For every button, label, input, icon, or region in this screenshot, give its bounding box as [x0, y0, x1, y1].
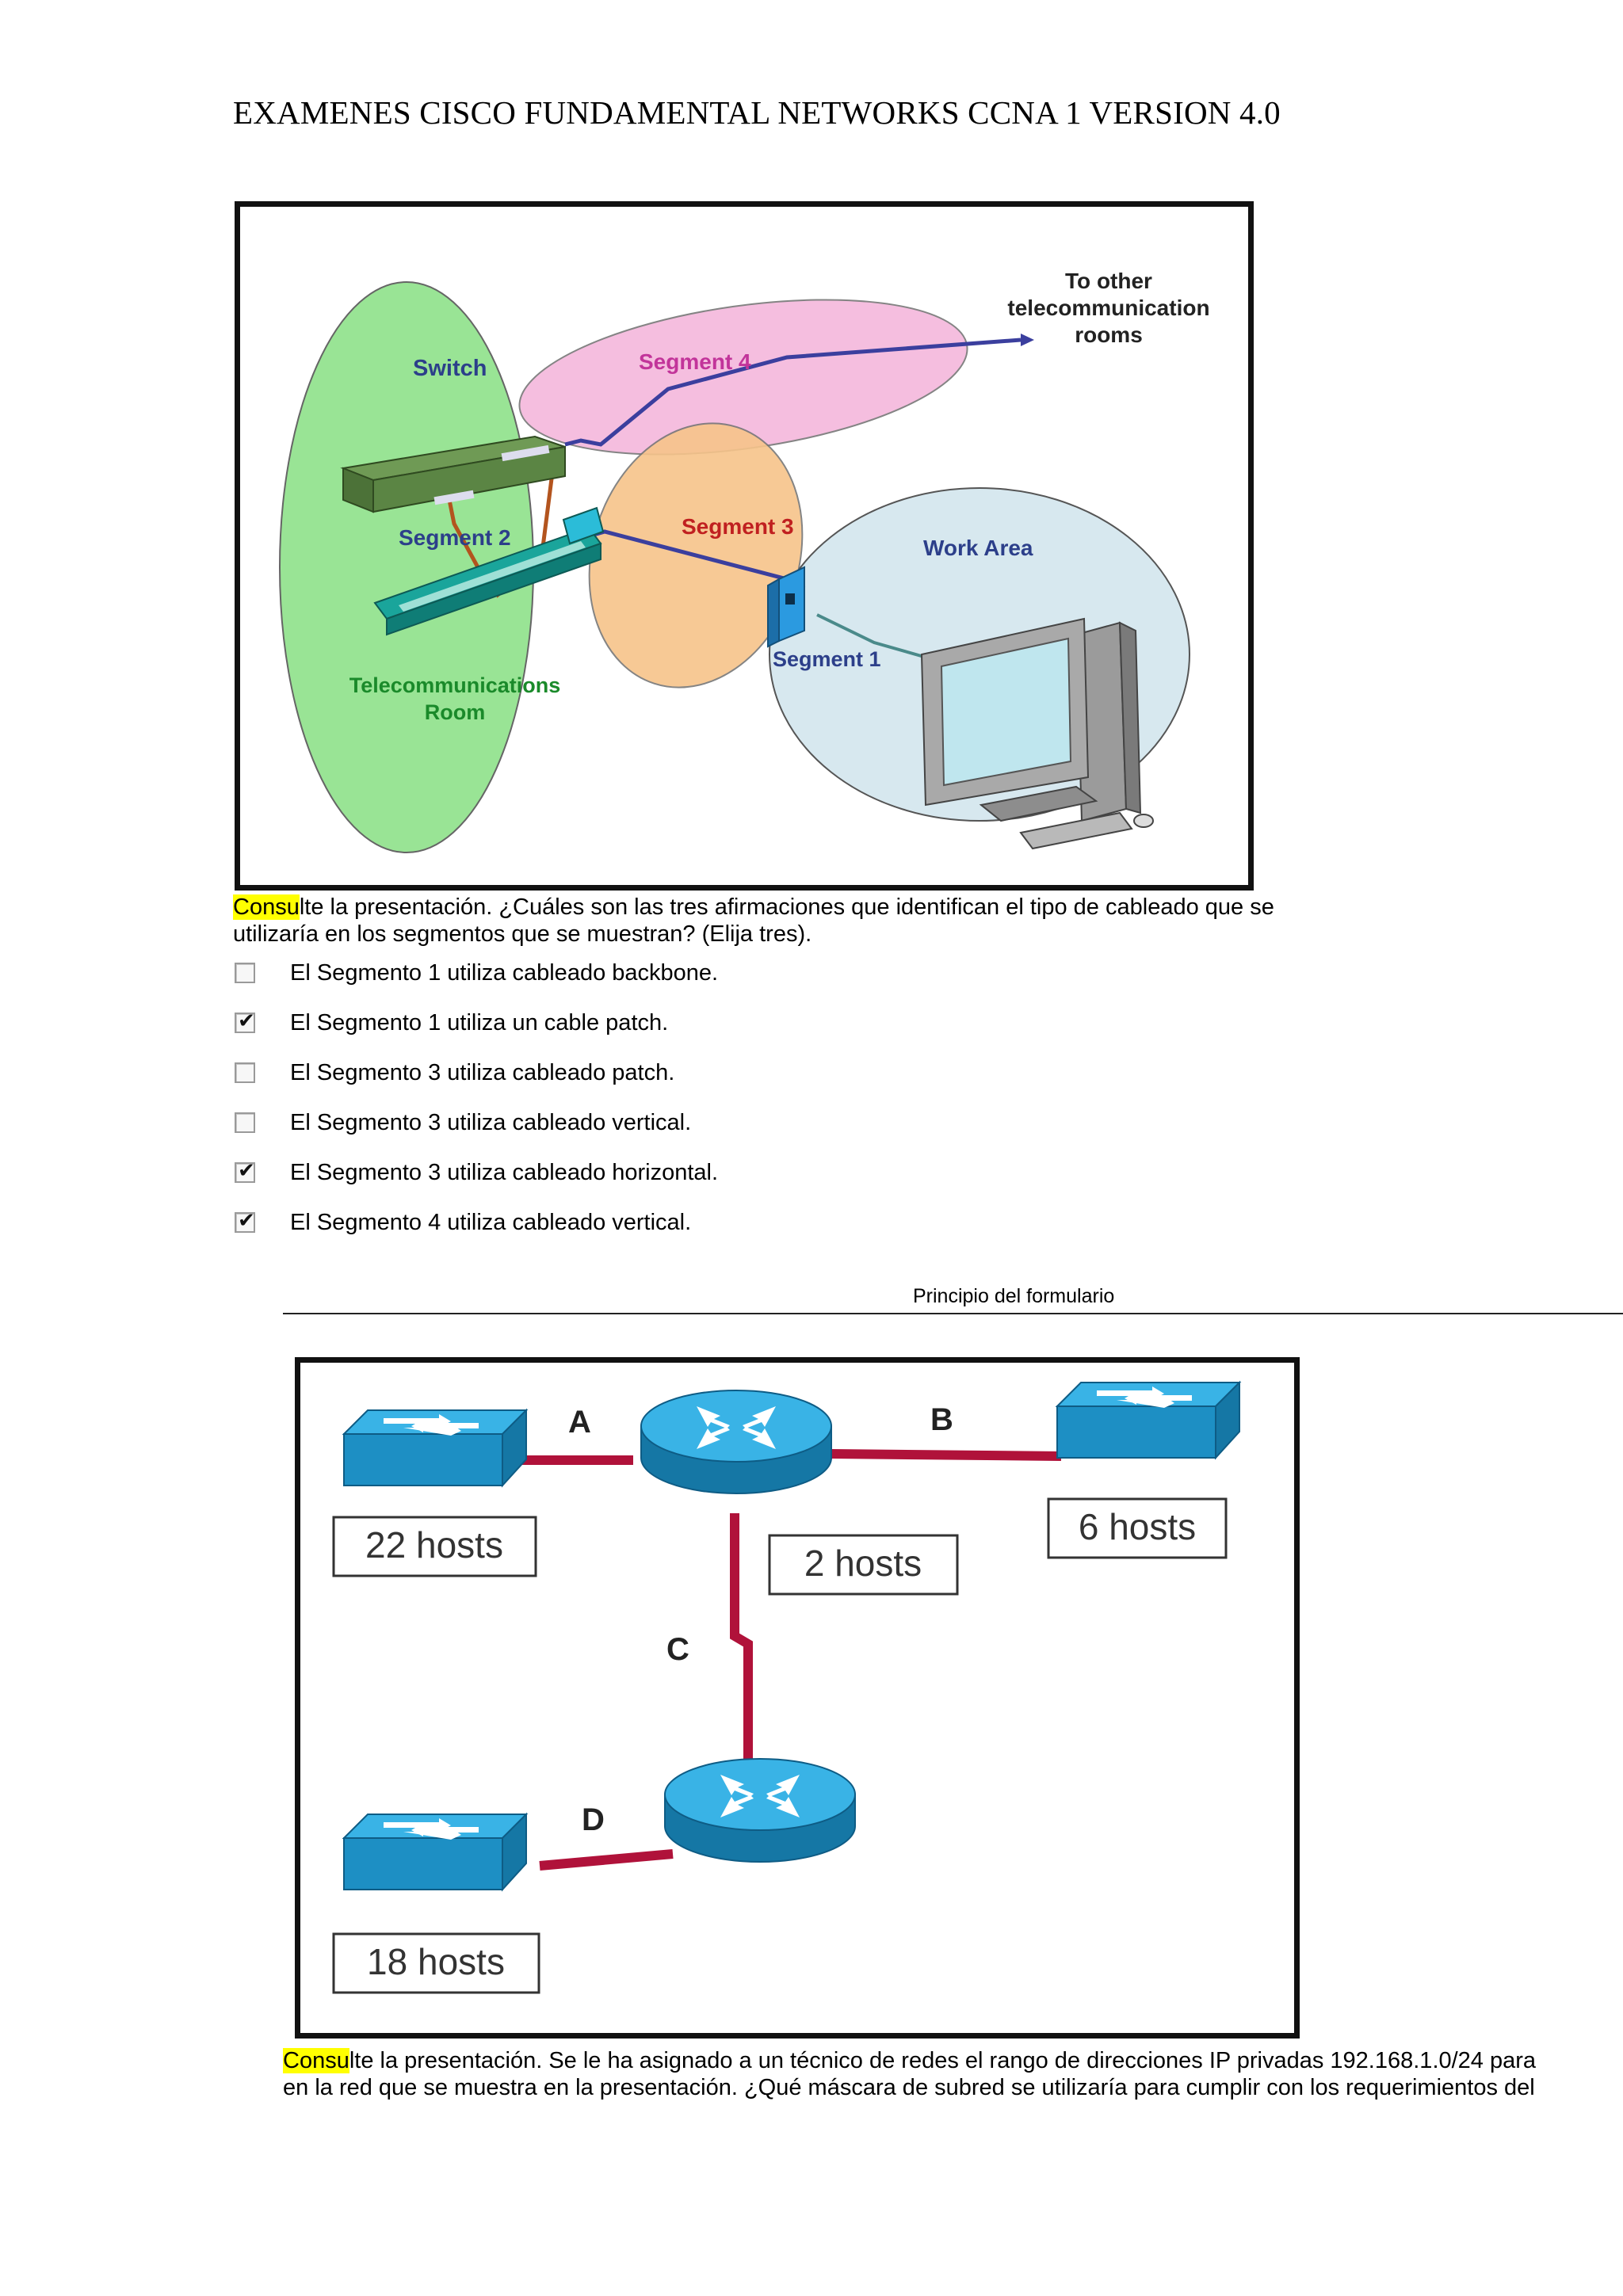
- document-title: EXAMENES CISCO FUNDAMENTAL NETWORKS CCNA…: [233, 94, 1281, 131]
- link-b-label: B: [930, 1402, 953, 1437]
- hosts-22-box: [332, 1516, 537, 1577]
- topology-diagram-svg: A B C D 22 hosts 2 hosts 6 hosts 18 host…: [332, 1382, 1240, 1994]
- label-work-area: Work Area: [923, 536, 1033, 560]
- option-3-label: El Segmento 3 utiliza cableado patch.: [290, 1059, 675, 1085]
- label-telecom-2: Room: [425, 700, 486, 724]
- label-to-other-3: rooms: [1075, 322, 1143, 347]
- label-to-other-2: telecommunication: [1007, 296, 1209, 320]
- switch-22-hosts: [343, 1409, 527, 1486]
- label-segment4: Segment 4: [639, 349, 751, 374]
- option-2-label: El Segmento 1 utiliza un cable patch.: [290, 1009, 669, 1035]
- link-a-label: A: [568, 1405, 591, 1440]
- segment4-cable: [564, 338, 1022, 447]
- link-d-line: [539, 1849, 674, 1871]
- switch-18-hosts: [343, 1814, 527, 1890]
- switch-device: [340, 435, 566, 513]
- option-3[interactable]: El Segmento 3 utiliza cableado patch.: [235, 1057, 674, 1089]
- option-2[interactable]: El Segmento 1 utiliza un cable patch.: [235, 1007, 668, 1039]
- topology-diagram: A B C D 22 hosts 2 hosts 6 hosts 18 host…: [295, 1357, 1300, 2039]
- label-switch: Switch: [413, 356, 487, 381]
- question1-highlight: Consu: [233, 894, 300, 920]
- option-6-label: El Segmento 4 utiliza cableado vertical.: [290, 1209, 692, 1235]
- question1-line2: utilizaría en los segmentos que se muest…: [233, 921, 812, 947]
- option-1[interactable]: El Segmento 1 utiliza cableado backbone.: [235, 957, 718, 989]
- wall-jack-device: [767, 566, 805, 648]
- label-segment1: Segment 1: [773, 647, 881, 671]
- label-segment3: Segment 3: [682, 514, 794, 539]
- hosts-6-box: [1047, 1497, 1228, 1559]
- question1-line1-text: lte la presentación. ¿Cuáles son las tre…: [299, 894, 1274, 920]
- link-c-label: C: [666, 1632, 689, 1667]
- router-bottom: [664, 1758, 856, 1863]
- hosts-22-label: 22 hosts: [365, 1524, 503, 1566]
- option-6[interactable]: El Segmento 4 utiliza cableado vertical.: [235, 1207, 691, 1238]
- hosts-2-label: 2 hosts: [804, 1543, 922, 1584]
- question1-line1: Consulte la presentación. ¿Cuáles son la…: [233, 894, 1274, 921]
- link-d-label: D: [582, 1802, 605, 1837]
- hosts-18-box: [332, 1932, 540, 1994]
- cabling-diagram: Switch Segment 4 To other telecommunicat…: [235, 201, 1254, 891]
- option-1-label: El Segmento 1 utiliza cableado backbone.: [290, 959, 719, 986]
- option-3-checkbox[interactable]: [235, 1062, 255, 1083]
- question2-highlight: Consu: [283, 2048, 349, 2073]
- computer-device: [920, 617, 1154, 850]
- cabling-diagram-svg: Switch Segment 4 To other telecommunicat…: [279, 269, 1210, 853]
- option-5[interactable]: El Segmento 3 utiliza cableado horizonta…: [235, 1157, 718, 1188]
- option-1-checkbox[interactable]: [235, 963, 255, 983]
- router-top: [640, 1390, 832, 1494]
- option-4-checkbox[interactable]: [235, 1112, 255, 1133]
- label-segment2: Segment 2: [399, 525, 511, 550]
- question2-line1: Consulte la presentación. Se le ha asign…: [283, 2047, 1536, 2074]
- segment4-arrowhead: [1021, 334, 1034, 346]
- option-5-checkbox[interactable]: [235, 1159, 255, 1183]
- option-4-label: El Segmento 3 utiliza cableado vertical.: [290, 1109, 692, 1135]
- question2-line1-text: lte la presentación. Se le ha asignado a…: [349, 2048, 1537, 2073]
- form-start-label: Principio del formulario: [913, 1285, 1115, 1307]
- form-divider: [283, 1313, 1623, 1314]
- option-6-checkbox[interactable]: [235, 1209, 255, 1233]
- label-telecom-1: Telecommunications: [349, 673, 561, 697]
- hosts-18-label: 18 hosts: [367, 1941, 505, 1982]
- link-b-line: [831, 1449, 1062, 1461]
- question2-line2: en la red que se muestra en la presentac…: [283, 2075, 1535, 2100]
- patch-panel-device: [373, 506, 605, 636]
- label-to-other-1: To other: [1065, 269, 1152, 293]
- switch-6-hosts: [1056, 1382, 1240, 1459]
- hosts-6-label: 6 hosts: [1079, 1506, 1196, 1547]
- segment1-cable: [816, 613, 930, 660]
- option-2-checkbox[interactable]: [235, 1009, 255, 1033]
- option-4[interactable]: El Segmento 3 utiliza cableado vertical.: [235, 1107, 691, 1138]
- option-5-label: El Segmento 3 utiliza cableado horizonta…: [290, 1159, 719, 1185]
- link-c-line: [730, 1513, 753, 1775]
- hosts-2-box: [768, 1534, 959, 1596]
